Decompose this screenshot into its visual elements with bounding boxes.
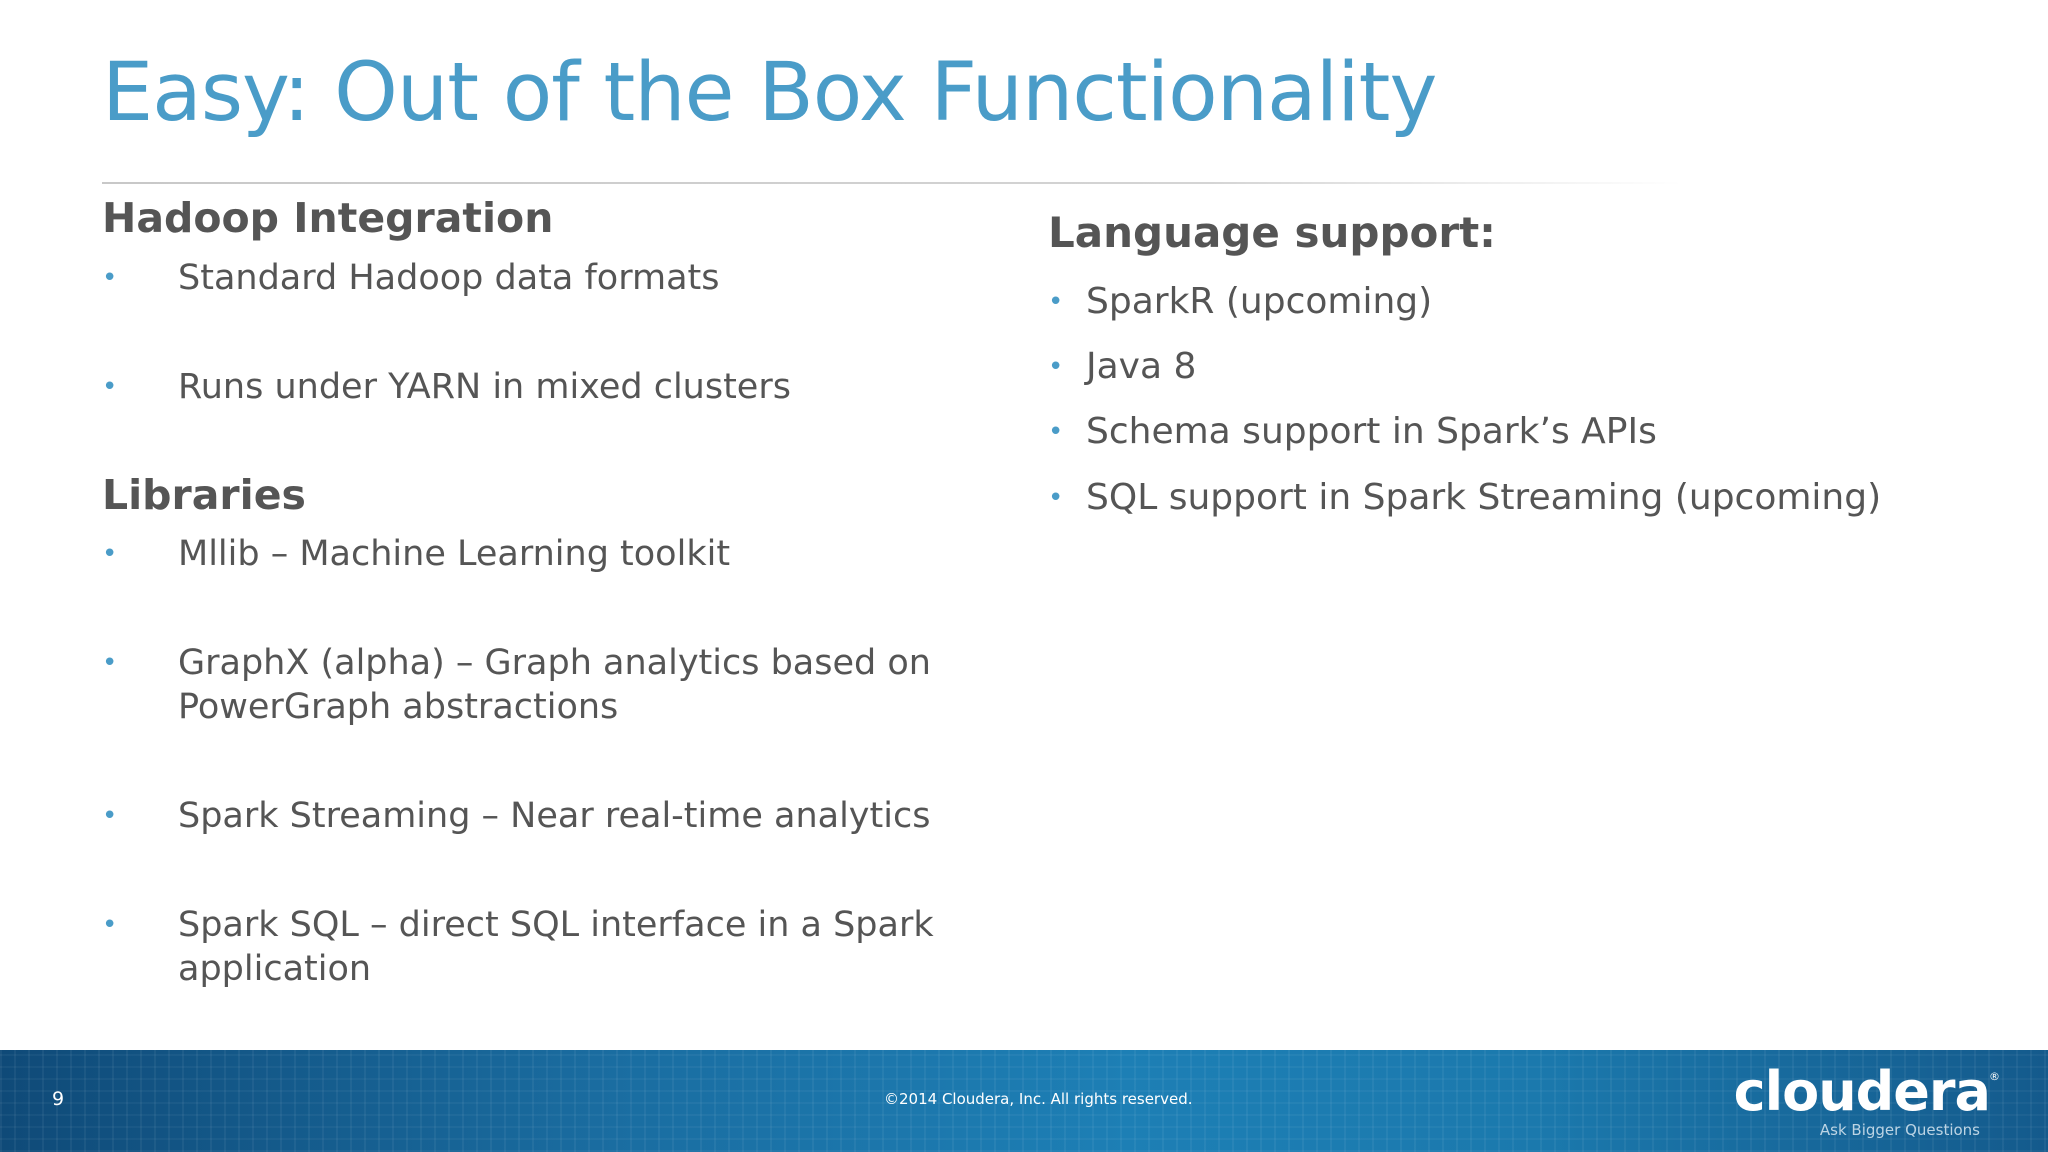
registered-mark: ® — [1989, 1070, 2000, 1083]
bullet-icon: • — [102, 801, 118, 831]
list-item-text: Mllib – Machine Learning toolkit — [178, 534, 731, 574]
hadoop-integration-heading: Hadoop Integration — [102, 194, 554, 242]
page-number: 9 — [52, 1088, 65, 1110]
list-item-text: SQL support in Spark Streaming (upcoming… — [1086, 477, 1882, 518]
list-item-text: application — [178, 949, 372, 989]
list-item-text: GraphX (alpha) – Graph analytics based o… — [178, 643, 931, 683]
bullet-icon: • — [1048, 483, 1064, 513]
title-divider — [102, 182, 1682, 184]
logo-tagline: Ask Bigger Questions — [1819, 1121, 1980, 1139]
bullet-icon: • — [1048, 352, 1064, 382]
list-item-text: SparkR (upcoming) — [1086, 281, 1433, 322]
slide-title: Easy: Out of the Box Functionality — [102, 46, 1437, 140]
cloudera-logo: cloudera ® Ask Bigger Questions — [1734, 1060, 2000, 1144]
bullet-icon: • — [1048, 287, 1064, 317]
bullet-icon: • — [102, 539, 118, 569]
bullet-icon: • — [102, 910, 118, 940]
footer-bar: 9 ©2014 Cloudera, Inc. All rights reserv… — [0, 1050, 2048, 1152]
bullet-icon: • — [1048, 417, 1064, 447]
copyright-notice: ©2014 Cloudera, Inc. All rights reserved… — [884, 1090, 1193, 1108]
language-support-heading: Language support: — [1048, 208, 1496, 257]
bullet-icon: • — [102, 648, 118, 678]
list-item-text: Runs under YARN in mixed clusters — [178, 367, 791, 407]
list-item-text: Spark SQL – direct SQL interface in a Sp… — [178, 905, 934, 945]
libraries-heading: Libraries — [102, 471, 306, 519]
list-item-text: Schema support in Spark’s APIs — [1086, 411, 1657, 452]
list-item-text: PowerGraph abstractions — [178, 687, 619, 727]
list-item-text: Standard Hadoop data formats — [178, 258, 720, 298]
list-item-text: Java 8 — [1086, 346, 1197, 387]
bullet-icon: • — [102, 372, 118, 402]
bullet-icon: • — [102, 263, 118, 293]
list-item-text: Spark Streaming – Near real-time analyti… — [178, 796, 931, 836]
logo-wordmark: cloudera — [1733, 1060, 1991, 1123]
